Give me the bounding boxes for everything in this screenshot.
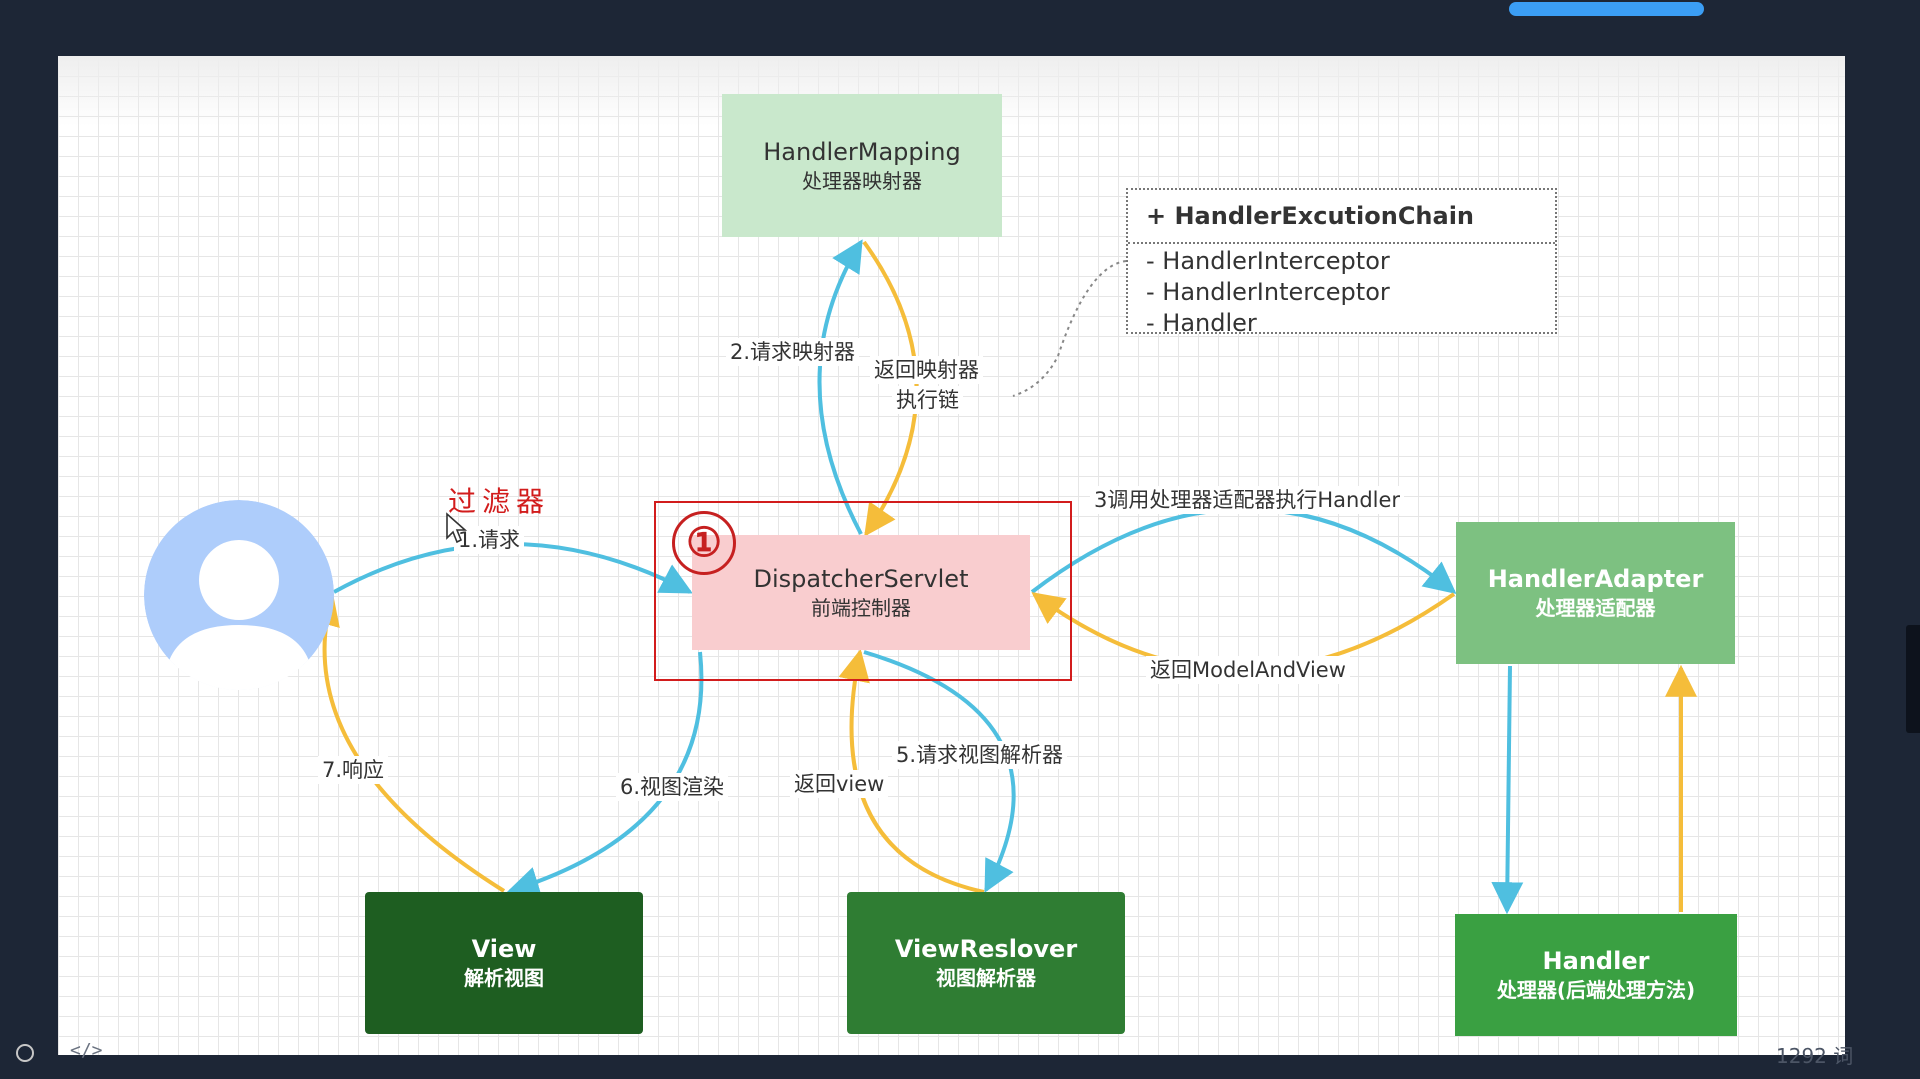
dispatcher-subtitle: 前端控制器 xyxy=(811,595,911,620)
arrow-request-mapping xyxy=(817,239,863,535)
mouse-cursor-icon xyxy=(446,512,468,544)
progress-bar xyxy=(1509,2,1704,16)
handler-mapping-title: HandlerMapping xyxy=(763,137,961,166)
view-subtitle: 解析视图 xyxy=(464,966,544,990)
label-render: 6.视图渲染 xyxy=(616,773,729,801)
label-return-chain-line2: 执行链 xyxy=(892,386,963,414)
footer-circle-icon[interactable] xyxy=(16,1044,34,1062)
arrow-response xyxy=(308,592,506,893)
handler-adapter-node: HandlerAdapter 处理器适配器 xyxy=(1456,522,1735,664)
chain-item-interceptor-1: - HandlerInterceptor xyxy=(1146,247,1390,275)
label-return-chain-line1: 返回映射器 xyxy=(870,356,983,384)
arrow-adapter-handler xyxy=(1491,665,1524,915)
label-return-view: 返回view xyxy=(790,770,889,798)
view-node: View 解析视图 xyxy=(365,892,643,1034)
dispatcher-title: DispatcherServlet xyxy=(753,564,969,593)
label-response: 7.响应 xyxy=(318,756,389,784)
code-icon[interactable]: </> xyxy=(70,1040,103,1061)
arrow-return-view xyxy=(838,648,985,894)
handler-node: Handler 处理器(后端处理方法) xyxy=(1455,914,1737,1036)
chain-item-interceptor-2: - HandlerInterceptor xyxy=(1146,278,1390,306)
handler-title: Handler xyxy=(1542,947,1650,975)
user-avatar-icon xyxy=(144,500,334,690)
step-marker-badge: ① xyxy=(672,511,736,575)
highlight-box xyxy=(654,501,1072,681)
handler-adapter-title: HandlerAdapter xyxy=(1487,565,1704,593)
view-resolver-node: ViewReslover 视图解析器 xyxy=(847,892,1125,1034)
handler-subtitle: 处理器(后端处理方法) xyxy=(1496,978,1696,1002)
filter-annotation: 过滤器 xyxy=(448,485,551,518)
chain-item-handler: - Handler xyxy=(1146,309,1257,337)
side-panel-handle[interactable] xyxy=(1906,625,1920,733)
handler-mapping-node: HandlerMapping 处理器映射器 xyxy=(722,94,1002,237)
handler-execution-chain-box: + HandlerExcutionChain - HandlerIntercep… xyxy=(1126,188,1557,337)
view-resolver-title: ViewReslover xyxy=(894,935,1078,963)
diagram-canvas: HandlerMapping 处理器映射器 + HandlerExcutionC… xyxy=(58,56,1845,1055)
chain-header: + HandlerExcutionChain xyxy=(1128,190,1555,244)
view-resolver-subtitle: 视图解析器 xyxy=(936,966,1036,990)
handler-adapter-subtitle: 处理器适配器 xyxy=(1535,596,1656,620)
word-count: 1292 词 xyxy=(1776,1044,1854,1068)
label-return-modelandview: 返回ModelAndView xyxy=(1146,656,1350,684)
arrow-call-adapter xyxy=(1030,507,1457,595)
chain-link xyxy=(1012,260,1127,397)
label-request-mapping: 2.请求映射器 xyxy=(726,338,860,366)
handler-mapping-subtitle: 处理器映射器 xyxy=(802,168,922,193)
view-title: View xyxy=(471,935,537,963)
dispatcher-servlet-node: DispatcherServlet 前端控制器 xyxy=(692,535,1030,650)
arrow-render xyxy=(506,651,704,898)
label-call-adapter: 3调用处理器适配器执行Handler xyxy=(1090,486,1405,514)
label-request-resolver: 5.请求视图解析器 xyxy=(892,741,1068,769)
